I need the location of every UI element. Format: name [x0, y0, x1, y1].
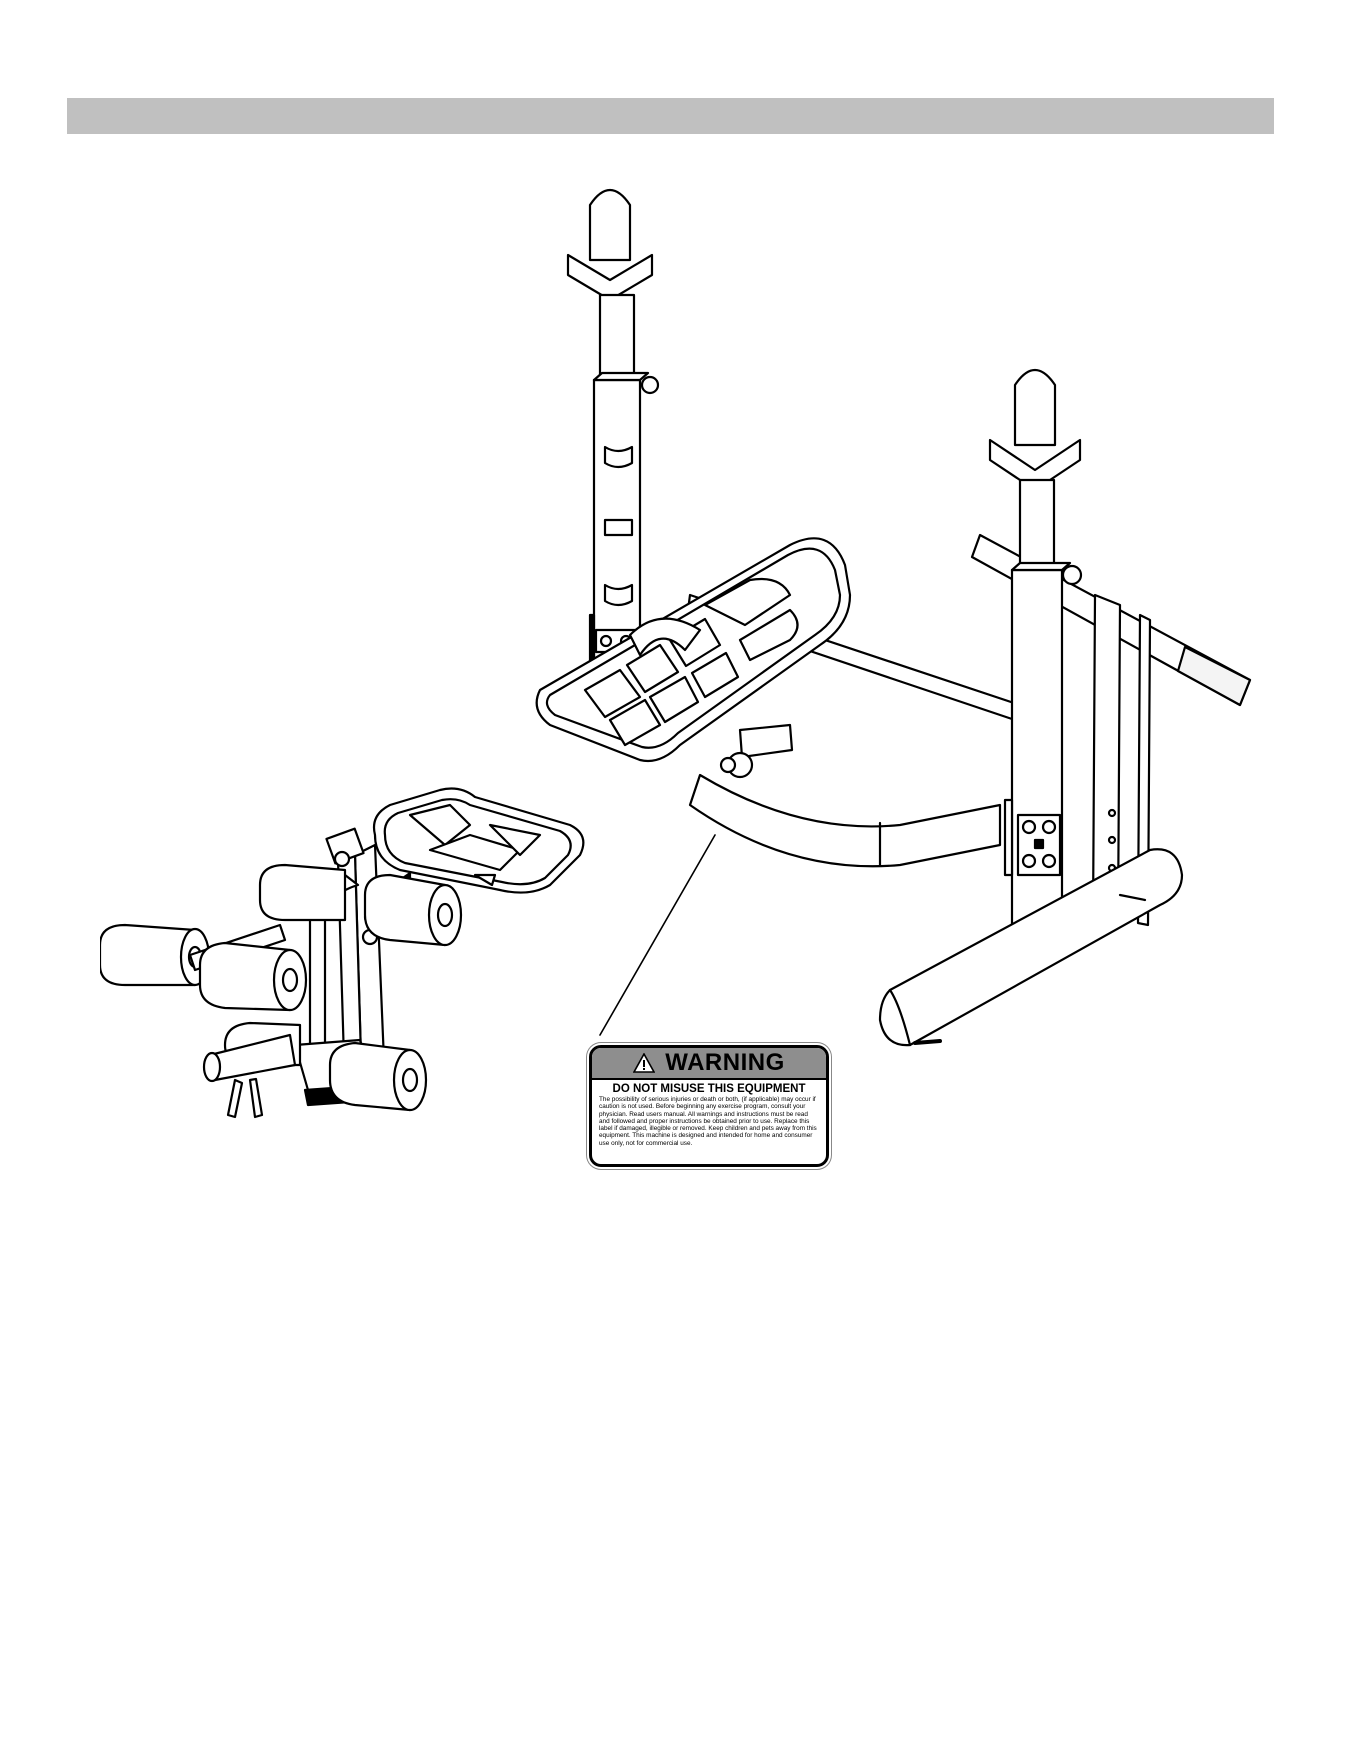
weight-bench-illustration [100, 188, 1252, 1119]
warning-triangle-icon [633, 1053, 656, 1073]
left-upright [566, 188, 660, 697]
bench-frame-tube [688, 773, 1002, 868]
section-header-bar [67, 98, 1274, 134]
warning-body-text: The possibility of serious injuries or d… [599, 1096, 817, 1147]
backrest-pad [535, 537, 852, 763]
seat-pad [372, 787, 585, 894]
warning-heading: WARNING [665, 1049, 785, 1076]
warning-label: WARNING DO NOT MISUSE THIS EQUIPMENT The… [589, 1045, 829, 1167]
right-base-foot [878, 848, 1184, 1047]
warning-label-header: WARNING [592, 1048, 826, 1080]
right-upright [988, 368, 1117, 962]
warning-subheading: DO NOT MISUSE THIS EQUIPMENT [612, 1083, 806, 1095]
label-leader-line [599, 834, 716, 1036]
leg-roller-pads [100, 863, 463, 1119]
